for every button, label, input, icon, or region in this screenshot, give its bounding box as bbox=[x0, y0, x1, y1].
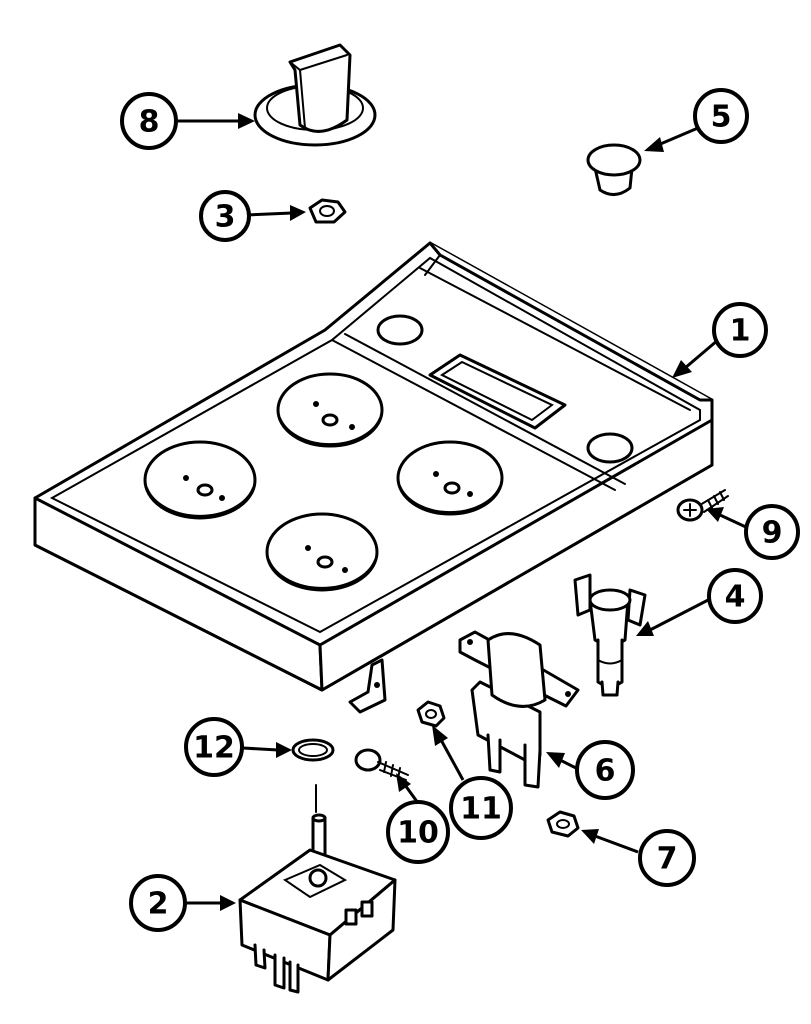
callout-4-label: 4 bbox=[725, 580, 746, 615]
leader-lines bbox=[178, 113, 749, 911]
callout-1: 1 bbox=[712, 302, 768, 358]
hex-nut-part-7 bbox=[546, 810, 580, 838]
callout-2-label: 2 bbox=[148, 887, 169, 922]
callout-5: 5 bbox=[693, 88, 749, 144]
callout-10: 10 bbox=[386, 800, 450, 864]
callout-3: 3 bbox=[199, 190, 251, 242]
callout-4: 4 bbox=[707, 568, 763, 624]
indicator-light-part bbox=[573, 573, 647, 697]
control-knob-part bbox=[253, 43, 377, 147]
callout-6: 6 bbox=[575, 740, 635, 800]
screw-part-10 bbox=[354, 748, 409, 781]
callout-5-label: 5 bbox=[711, 100, 732, 135]
callout-11-label: 11 bbox=[460, 792, 502, 827]
infinite-switch-part bbox=[238, 784, 397, 994]
callout-8: 8 bbox=[120, 92, 178, 150]
callout-3-label: 3 bbox=[215, 200, 236, 235]
callout-6-label: 6 bbox=[595, 754, 616, 789]
hex-nut-part bbox=[308, 198, 347, 224]
hex-nut-part-11 bbox=[416, 700, 446, 728]
callout-7-label: 7 bbox=[657, 842, 678, 877]
switch-part bbox=[458, 630, 580, 789]
o-ring-part bbox=[291, 738, 335, 762]
callout-7: 7 bbox=[638, 829, 696, 887]
cooktop-panel-part bbox=[33, 241, 714, 714]
callout-12-label: 12 bbox=[193, 731, 235, 766]
callout-12: 12 bbox=[184, 717, 244, 777]
callout-9-label: 9 bbox=[762, 516, 783, 551]
callout-1-label: 1 bbox=[730, 314, 751, 349]
callout-10-label: 10 bbox=[397, 816, 439, 851]
callout-2: 2 bbox=[129, 874, 187, 932]
callout-8-label: 8 bbox=[139, 105, 160, 140]
callout-9: 9 bbox=[744, 504, 800, 560]
button-cap-part bbox=[586, 143, 642, 196]
screw-part-9 bbox=[676, 489, 729, 522]
callout-11: 11 bbox=[449, 776, 513, 840]
